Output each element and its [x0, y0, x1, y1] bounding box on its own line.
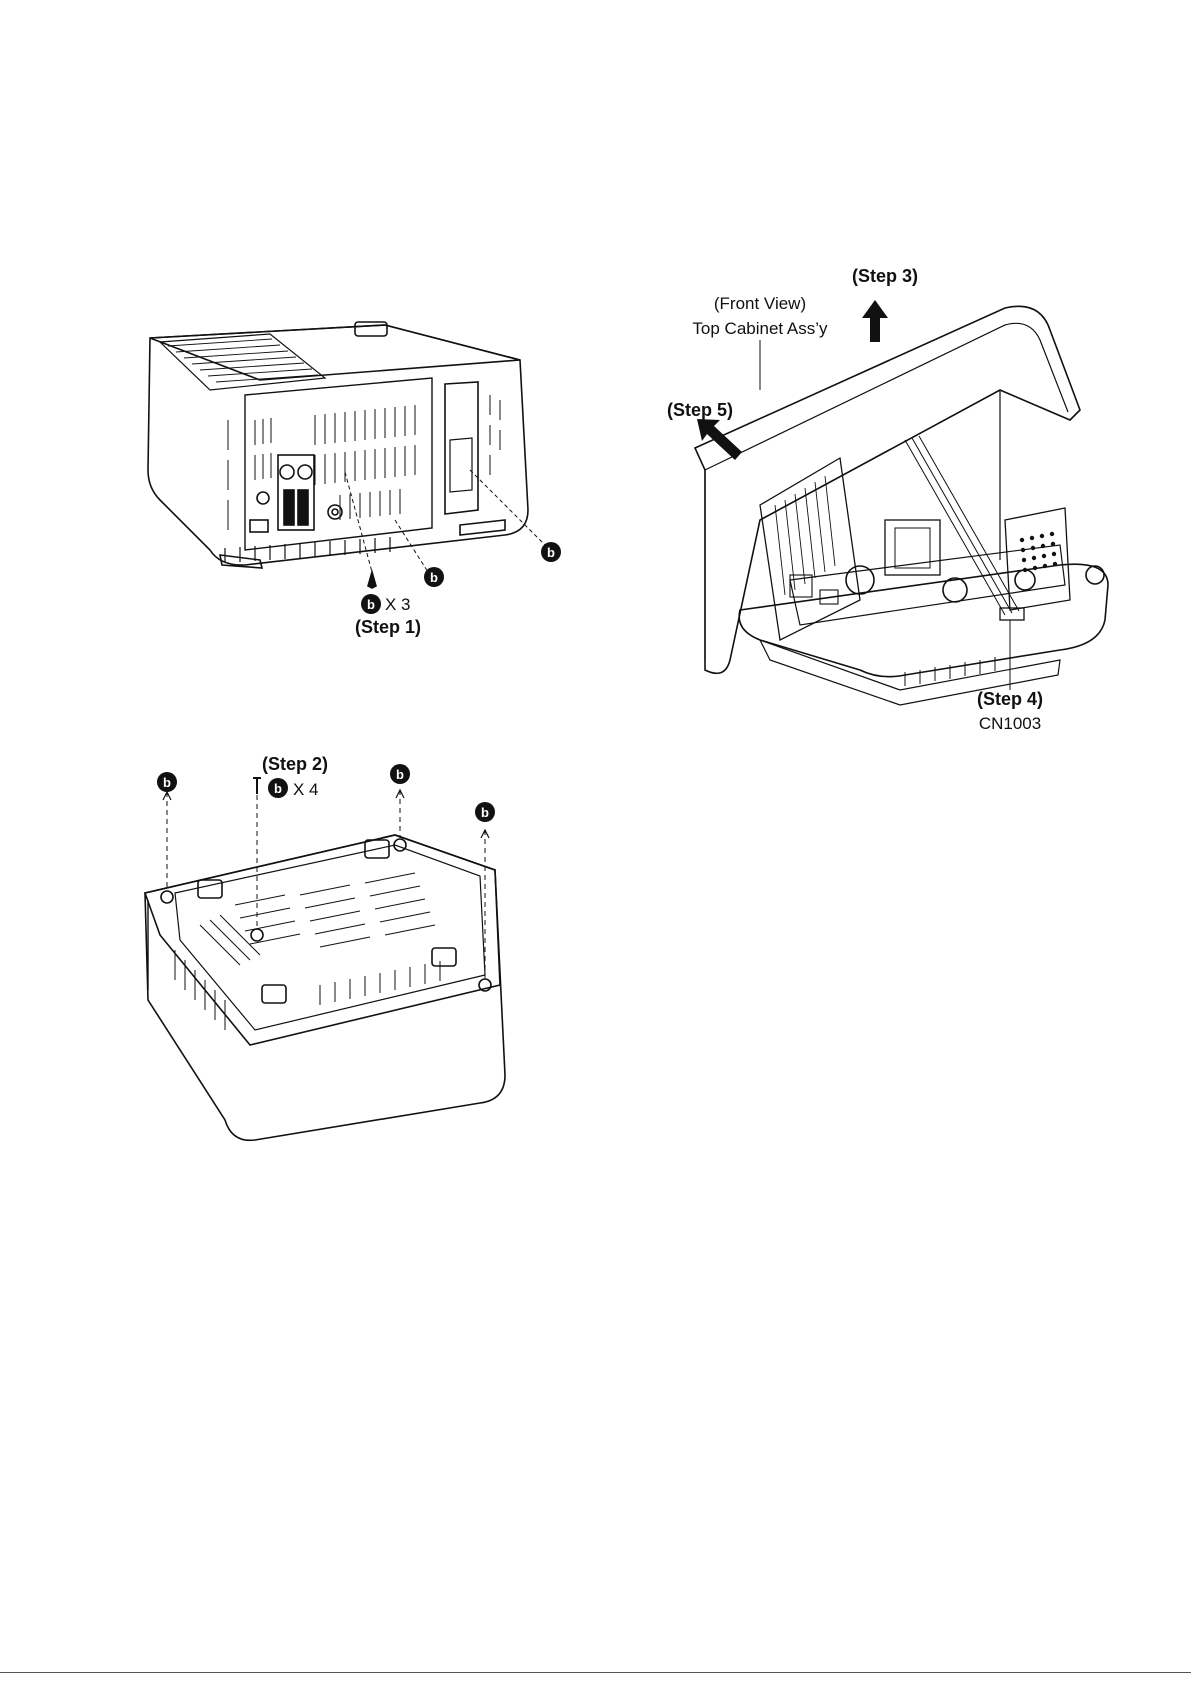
screw-letter: b [430, 570, 438, 585]
rear-vent-slots [255, 405, 415, 520]
ribbon-cable [905, 436, 1019, 615]
screw-glyph-2 [253, 778, 261, 794]
sub-board [1005, 508, 1070, 610]
screw-count-step2: X 4 [293, 780, 319, 799]
bottom-view-figure [145, 778, 505, 1140]
screw-hole-2 [251, 929, 263, 941]
step1-label: (Step 1) [355, 617, 421, 637]
screw-marker-1a: b [424, 567, 444, 587]
capacitor-1 [846, 566, 874, 594]
rear-view-figure [148, 322, 545, 588]
front-view-figure [695, 306, 1108, 705]
bottom-vent-slots [200, 873, 440, 1005]
screw-letter: b [367, 597, 375, 612]
screw-letter: b [163, 775, 171, 790]
step5-arrow [697, 419, 742, 460]
step5-label: (Step 5) [667, 400, 733, 420]
top-cabinet-label: Top Cabinet Ass’y [692, 319, 828, 338]
chassis-base [739, 564, 1108, 677]
top-cabinet [695, 306, 1080, 673]
screw-marker-2a: b [157, 772, 177, 792]
connector-label: CN1003 [979, 714, 1041, 733]
screw-hole-1 [161, 891, 173, 903]
step3-label: (Step 3) [852, 266, 918, 286]
top-button [355, 322, 387, 336]
step4-label: (Step 4) [977, 689, 1043, 709]
screw-glyph-1 [368, 572, 376, 588]
top-vent-grille [160, 334, 325, 390]
rear-panel [245, 378, 432, 550]
foot-3 [432, 948, 456, 966]
screw-marker-2d: b [268, 778, 288, 798]
foot-4 [262, 985, 286, 1003]
screw-count-step1: X 3 [385, 595, 411, 614]
screw-leader-3 [470, 470, 545, 545]
internal-vent-slots [775, 476, 835, 595]
front-view-label: (Front View) [714, 294, 806, 313]
screw-letter: b [396, 767, 404, 782]
step2-label: (Step 2) [262, 754, 328, 774]
screw-letter: b [481, 805, 489, 820]
antenna-jack [332, 509, 338, 515]
capacitor-4 [1086, 566, 1104, 584]
screw-marker-2c: b [475, 802, 495, 822]
capacitor-3 [1015, 570, 1035, 590]
screw-leader-1 [345, 472, 372, 572]
page-footer-rule [0, 1672, 1191, 1673]
screw-marker-1b: b [541, 542, 561, 562]
screw-letter: b [547, 545, 555, 560]
capacitor-2 [943, 578, 967, 602]
screw-marker-1c: b [361, 594, 381, 614]
screw-marker-2b: b [390, 764, 410, 784]
speaker-terminals [278, 455, 314, 530]
foot-1 [198, 880, 222, 898]
step3-arrow [862, 300, 888, 342]
screw-leader-2 [395, 520, 428, 572]
screw-letter: b [274, 781, 282, 796]
